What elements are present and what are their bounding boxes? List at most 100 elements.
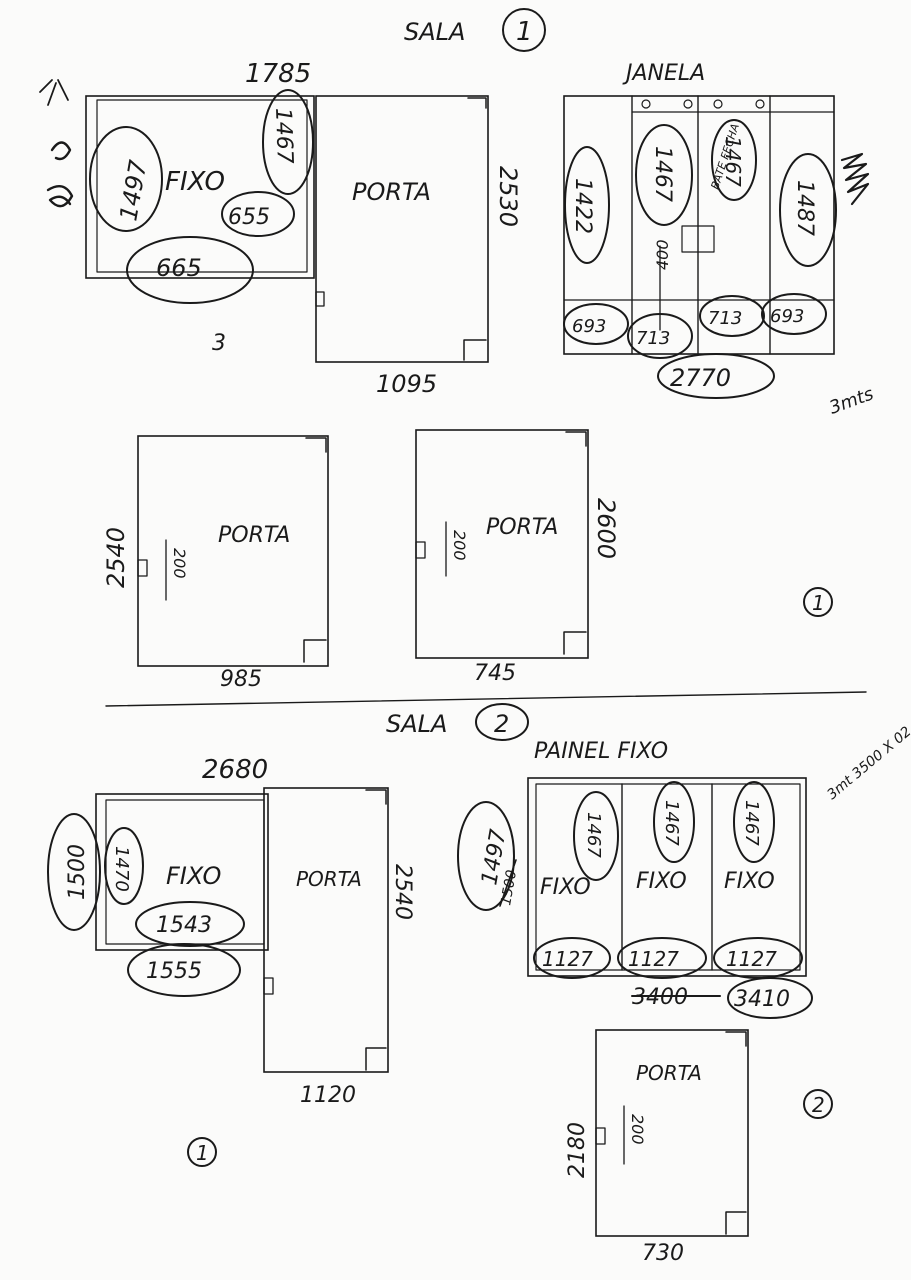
sala-2-painel-total-strike: 3400 [632, 985, 688, 1010]
sala-2-title: SALA [386, 710, 447, 738]
sala-2-painel-fixo: PAINEL FIXO 3mt 3500 X 02 1497 1500 1467… [457, 724, 911, 1019]
sala-2-fixo-outer-height: 1500 [65, 844, 90, 900]
sala-2-marker-right-circle [803, 1089, 833, 1119]
sala-1-fixo-right-height-oval [262, 89, 314, 195]
sala-1-left-marks [39, 79, 69, 106]
sala-1-janela-bottom3: 713 [708, 308, 742, 329]
sala-1-door-a-frame [137, 435, 329, 667]
sala-1-main-door-width: 1095 [376, 370, 437, 398]
sala-1-janela-roller-1 [641, 99, 651, 109]
sala-2-painel-total: 3410 [734, 987, 790, 1012]
sala-1-door-b-hinge-bottom [563, 631, 587, 655]
sala-2-fixo-label: FIXO [166, 862, 221, 890]
sala-divider-line [105, 691, 867, 707]
sala-1-door-hinge-bottom [463, 339, 487, 361]
sala-2-painel-panel3-label: FIXO [724, 869, 775, 894]
sala-1-janela-total-oval [657, 353, 775, 399]
sala-1-janela-roller-3 [713, 99, 723, 109]
sala-2-small-door-label: PORTA [636, 1061, 702, 1085]
sala-1-door-a-label: PORTA [218, 523, 290, 548]
sala-1-door-b-label: PORTA [486, 515, 558, 540]
sala-2-painel-bottom3: 1127 [726, 947, 777, 971]
sala-2-painel-panel1-height: 1467 [583, 812, 604, 858]
sala-2-painel-bottom1-oval [533, 937, 611, 979]
sala-2-painel-left-height-oval [457, 801, 515, 911]
sala-1-janela-total-width: 2770 [670, 364, 731, 392]
sala-1-door-a-hinge-bottom [303, 639, 327, 663]
sala-2-fixo-outer-frame [95, 793, 269, 951]
sala-1-door-b-height: 2600 [592, 498, 620, 559]
sala-2-painel-bottom2: 1127 [628, 947, 679, 971]
sala-1-janela-bottom1-oval [563, 303, 629, 345]
sala-1-door-b-width: 745 [474, 661, 516, 686]
sala-1-janela-panel4-oval [779, 153, 837, 267]
sala-2-painel-panel3-height: 1467 [741, 800, 762, 846]
sala-1-door-a-width: 985 [220, 667, 262, 692]
sala-1-door-b-handle [415, 541, 426, 559]
sala-2-markers: 1 2 [187, 1089, 833, 1167]
sala-1-janela-bottom3-oval [699, 295, 765, 337]
sala-1-door-a-hinge-top [305, 437, 327, 453]
sala-2-painel-left-strike-line [499, 859, 517, 907]
sala-1-janela-bottom4: 693 [770, 306, 804, 327]
sala-1-janela-panel3-oval [711, 119, 757, 201]
sala-2-painel-panel1-oval [573, 791, 619, 881]
sala-2-painel-total-oval [727, 977, 813, 1019]
sala-1-title: SALA [404, 18, 465, 46]
sala-1-door-b-frame [415, 429, 589, 659]
sala-1-fixo-top-width: 1785 [245, 59, 311, 89]
sala-1-janela-roller-2 [683, 99, 693, 109]
sala-2-painel-title: PAINEL FIXO [534, 739, 668, 764]
sala-1-janela-panel4-height: 1487 [792, 180, 817, 236]
sala-2-painel-panel3-oval [733, 781, 775, 863]
sala-1-fixo-outer-frame [85, 95, 315, 279]
sala-1-fixo-bottom-width-oval [126, 236, 254, 304]
sala-2-fixo-inner-height-oval [104, 827, 144, 905]
sala-1-door-hinge-top [467, 97, 487, 109]
sala-2-fixo-outer-width: 1555 [146, 959, 202, 984]
sala-2-header: SALA 2 [386, 703, 529, 741]
sala-1-main-door-label: PORTA [352, 178, 431, 206]
sala-1-door-b: 200 PORTA 2600 745 [415, 429, 620, 686]
sala-2-fixo-inner-height: 1470 [111, 846, 132, 892]
sala-1-janela-bottom2: 713 [636, 328, 670, 349]
sala-1-janela-inner-height: 400 [653, 239, 672, 270]
sala-2-fixo-top-width: 2680 [202, 755, 268, 785]
sala-2-small-door-hinge-top [725, 1031, 747, 1047]
sala-1-door-a-handle [137, 559, 148, 577]
sala-1-janela-panel2-oval [635, 124, 693, 226]
sala-1-door-a: 200 PORTA 2540 985 [102, 435, 329, 692]
sala-1-fixo-right-height: 1467 [270, 107, 297, 164]
sala-1-door-b-hinge-top [565, 431, 587, 447]
sala-2-door-handle [263, 977, 274, 995]
sala-2-number-circle [475, 703, 529, 741]
sala-2-fixo-outer-height-oval [47, 813, 101, 931]
sala-1-left-scribble [46, 141, 74, 208]
sala-1-janela-bottom2-oval [627, 313, 693, 359]
sala-2-small-door-hinge-bottom [725, 1211, 747, 1235]
sala-1-fixo-left-height: 1497 [114, 157, 152, 223]
sala-1-janela-roller-4 [755, 99, 765, 109]
sala-2-marker-left-circle [187, 1137, 217, 1167]
sala-1-fixo-inner-width: 655 [228, 205, 270, 230]
sala-2-painel-bottom2-oval [617, 937, 707, 979]
sala-1-janela-title: JANELA [622, 61, 705, 86]
sala-1-number-circle [502, 8, 546, 52]
sala-2-small-door: 200 PORTA 2180 730 [565, 1029, 749, 1266]
sala-1-fixo-inner-width-oval [221, 191, 295, 237]
sala-1-main-door-frame [315, 95, 489, 363]
sala-2-door-hinge-bottom [365, 1047, 387, 1071]
sala-1-janela-note: 3mts [827, 383, 877, 418]
sala-1-main-door-height: 2530 [494, 166, 522, 227]
sala-1-fixo-bottom-width: 665 [156, 254, 202, 282]
sala-1-marker-circle [803, 587, 833, 617]
sala-2-painel-outer-frame [527, 777, 807, 977]
sala-2-small-door-handle [595, 1127, 606, 1145]
sala-1-janela-panel3-height: 1467 [721, 136, 745, 187]
sala-1-door-a-height: 2540 [102, 527, 130, 588]
sala-2-fixo-inner-width-oval [135, 901, 245, 947]
sala-2-marker-right-text: 2 [812, 1093, 825, 1117]
sala-1-fixo-label: FIXO [165, 167, 225, 197]
